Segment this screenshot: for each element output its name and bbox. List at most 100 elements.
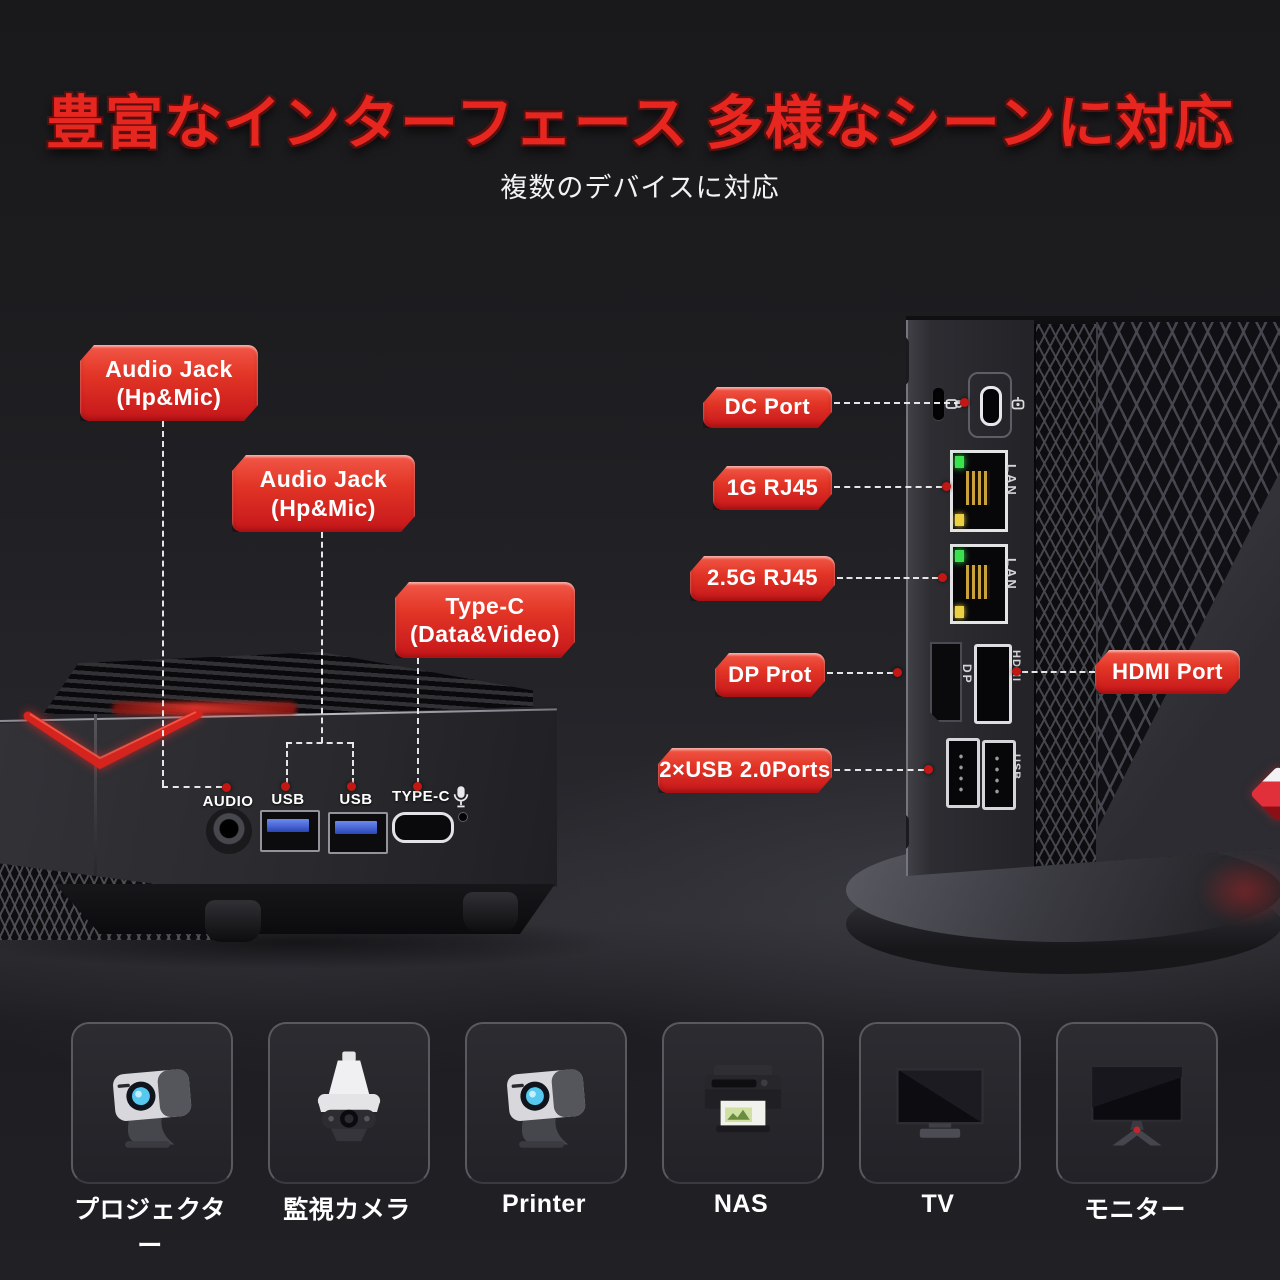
usb-tongue	[335, 821, 377, 834]
hdmi-port	[974, 644, 1012, 724]
device-card-label: プロジェクター	[73, 1196, 226, 1260]
security-camera-image	[317, 1051, 381, 1142]
audio-jack-port	[206, 808, 252, 854]
dc-port	[980, 386, 1002, 426]
mini-pc-foot	[205, 900, 261, 942]
page-subtitle: 複数のデバイスに対応	[500, 173, 780, 203]
device-card	[268, 1022, 430, 1184]
device-card	[71, 1022, 233, 1184]
callout-connector-line	[162, 786, 222, 788]
callout-type-c: Type-C (Data&Video)	[395, 582, 575, 658]
callout-line: Audio Jack	[105, 355, 233, 382]
callout-pointer-dot	[347, 782, 356, 791]
device-card-label: Printer	[501, 1190, 587, 1218]
brand-logo-print	[112, 702, 297, 715]
callout-pointer-dot	[960, 398, 969, 407]
rj45-port-2-5g	[950, 544, 1008, 624]
lan-led-green	[955, 550, 964, 562]
callout-connector-line	[286, 742, 353, 744]
dp-port	[930, 642, 962, 722]
lan-led-yellow	[955, 514, 964, 526]
callout-audio-jack-2: Audio Jack (Hp&Mic)	[232, 455, 415, 532]
mic-pinhole	[458, 812, 468, 822]
callout-connector-line	[162, 421, 164, 786]
callout-pointer-dot	[222, 783, 231, 792]
callout-connector-line	[352, 742, 354, 784]
callout-connector-line	[321, 532, 323, 743]
callout-dc-port: DC Port	[703, 387, 832, 428]
usb-a-port	[328, 812, 388, 854]
tv-image	[896, 1068, 984, 1138]
callout-pointer-dot	[413, 782, 422, 791]
callout-connector-line	[834, 486, 942, 488]
callout-audio-jack-1: Audio Jack (Hp&Mic)	[80, 345, 258, 421]
projector-image	[113, 1069, 192, 1148]
pedestal-red-glow	[1198, 856, 1280, 926]
printer-image	[704, 1064, 782, 1133]
usb-port-label: USB	[339, 791, 373, 808]
dc-port-outline	[968, 372, 1012, 438]
type-c-port	[392, 812, 454, 843]
callout-connector-line	[1022, 671, 1095, 673]
vent-strip	[1034, 324, 1098, 876]
device-card-label: モニター	[1083, 1196, 1186, 1224]
usb-contacts	[992, 753, 1002, 795]
front-panel	[0, 706, 557, 898]
callout-pointer-dot	[924, 765, 933, 774]
usb-port-label: USB	[1010, 754, 1022, 781]
callout-connector-line	[827, 672, 893, 674]
device-card-label: TV	[921, 1190, 955, 1218]
usb-tongue	[267, 819, 309, 832]
audio-port-label: AUDIO	[202, 793, 254, 810]
case-corner-edge	[94, 714, 97, 900]
callout-line: Type-C	[445, 592, 525, 619]
red-v-accent	[23, 709, 203, 770]
dc-power-icon	[1011, 397, 1025, 410]
callout-line: (Hp&Mic)	[116, 384, 222, 410]
callout-pointer-dot	[938, 573, 947, 582]
callout-pointer-dot	[893, 668, 902, 677]
type-c-port-label: TYPE-C	[391, 788, 450, 805]
mini-pc-foot	[463, 892, 518, 932]
callout-connector-line	[286, 742, 288, 784]
lan-port-label: LAN	[1004, 464, 1019, 497]
callout-usb20-ports: 2×USB 2.0Ports	[658, 748, 832, 793]
callout-dp-port: DP Prot	[715, 653, 825, 697]
mic-icon	[453, 786, 469, 808]
dp-port-label: DP	[960, 664, 974, 685]
callout-connector-line	[834, 402, 960, 404]
mini-pc-foot	[906, 336, 909, 386]
device-card-label: NAS	[713, 1190, 769, 1218]
rj45-pins	[966, 471, 990, 505]
usb2-port	[982, 740, 1016, 810]
callout-pointer-dot	[942, 482, 951, 491]
page-title: 豊富なインターフェース 多様なシーンに対応	[46, 91, 1234, 156]
mini-pc-rear-view: LAN LAN DP HDMI USB	[906, 316, 1280, 876]
callout-line: (Data&Video)	[410, 621, 560, 647]
lan-led-green	[955, 456, 964, 468]
callout-2-5g-rj45: 2.5G RJ45	[690, 556, 835, 601]
usb-a-port	[260, 810, 320, 852]
device-card	[1056, 1022, 1218, 1184]
rj45-pins	[966, 565, 990, 599]
usb2-port	[946, 738, 980, 808]
device-card	[662, 1022, 824, 1184]
device-card	[859, 1022, 1021, 1184]
callout-pointer-dot	[1012, 667, 1021, 676]
device-card	[465, 1022, 627, 1184]
kensington-slot	[933, 388, 944, 420]
callout-pointer-dot	[281, 782, 290, 791]
usb-contacts	[956, 751, 966, 793]
mini-pc-foot	[906, 814, 909, 850]
projector-image	[507, 1069, 586, 1148]
usb-port-label: USB	[271, 791, 305, 808]
callout-hdmi-port: HDMI Port	[1095, 650, 1240, 694]
callout-connector-line	[834, 769, 924, 771]
callout-line: (Hp&Mic)	[271, 494, 376, 521]
device-card-label: 監視カメラ	[283, 1196, 411, 1224]
callout-1g-rj45: 1G RJ45	[713, 466, 832, 510]
lan-port-label: LAN	[1004, 558, 1019, 591]
callout-connector-line	[417, 658, 419, 784]
callout-connector-line	[837, 577, 938, 579]
